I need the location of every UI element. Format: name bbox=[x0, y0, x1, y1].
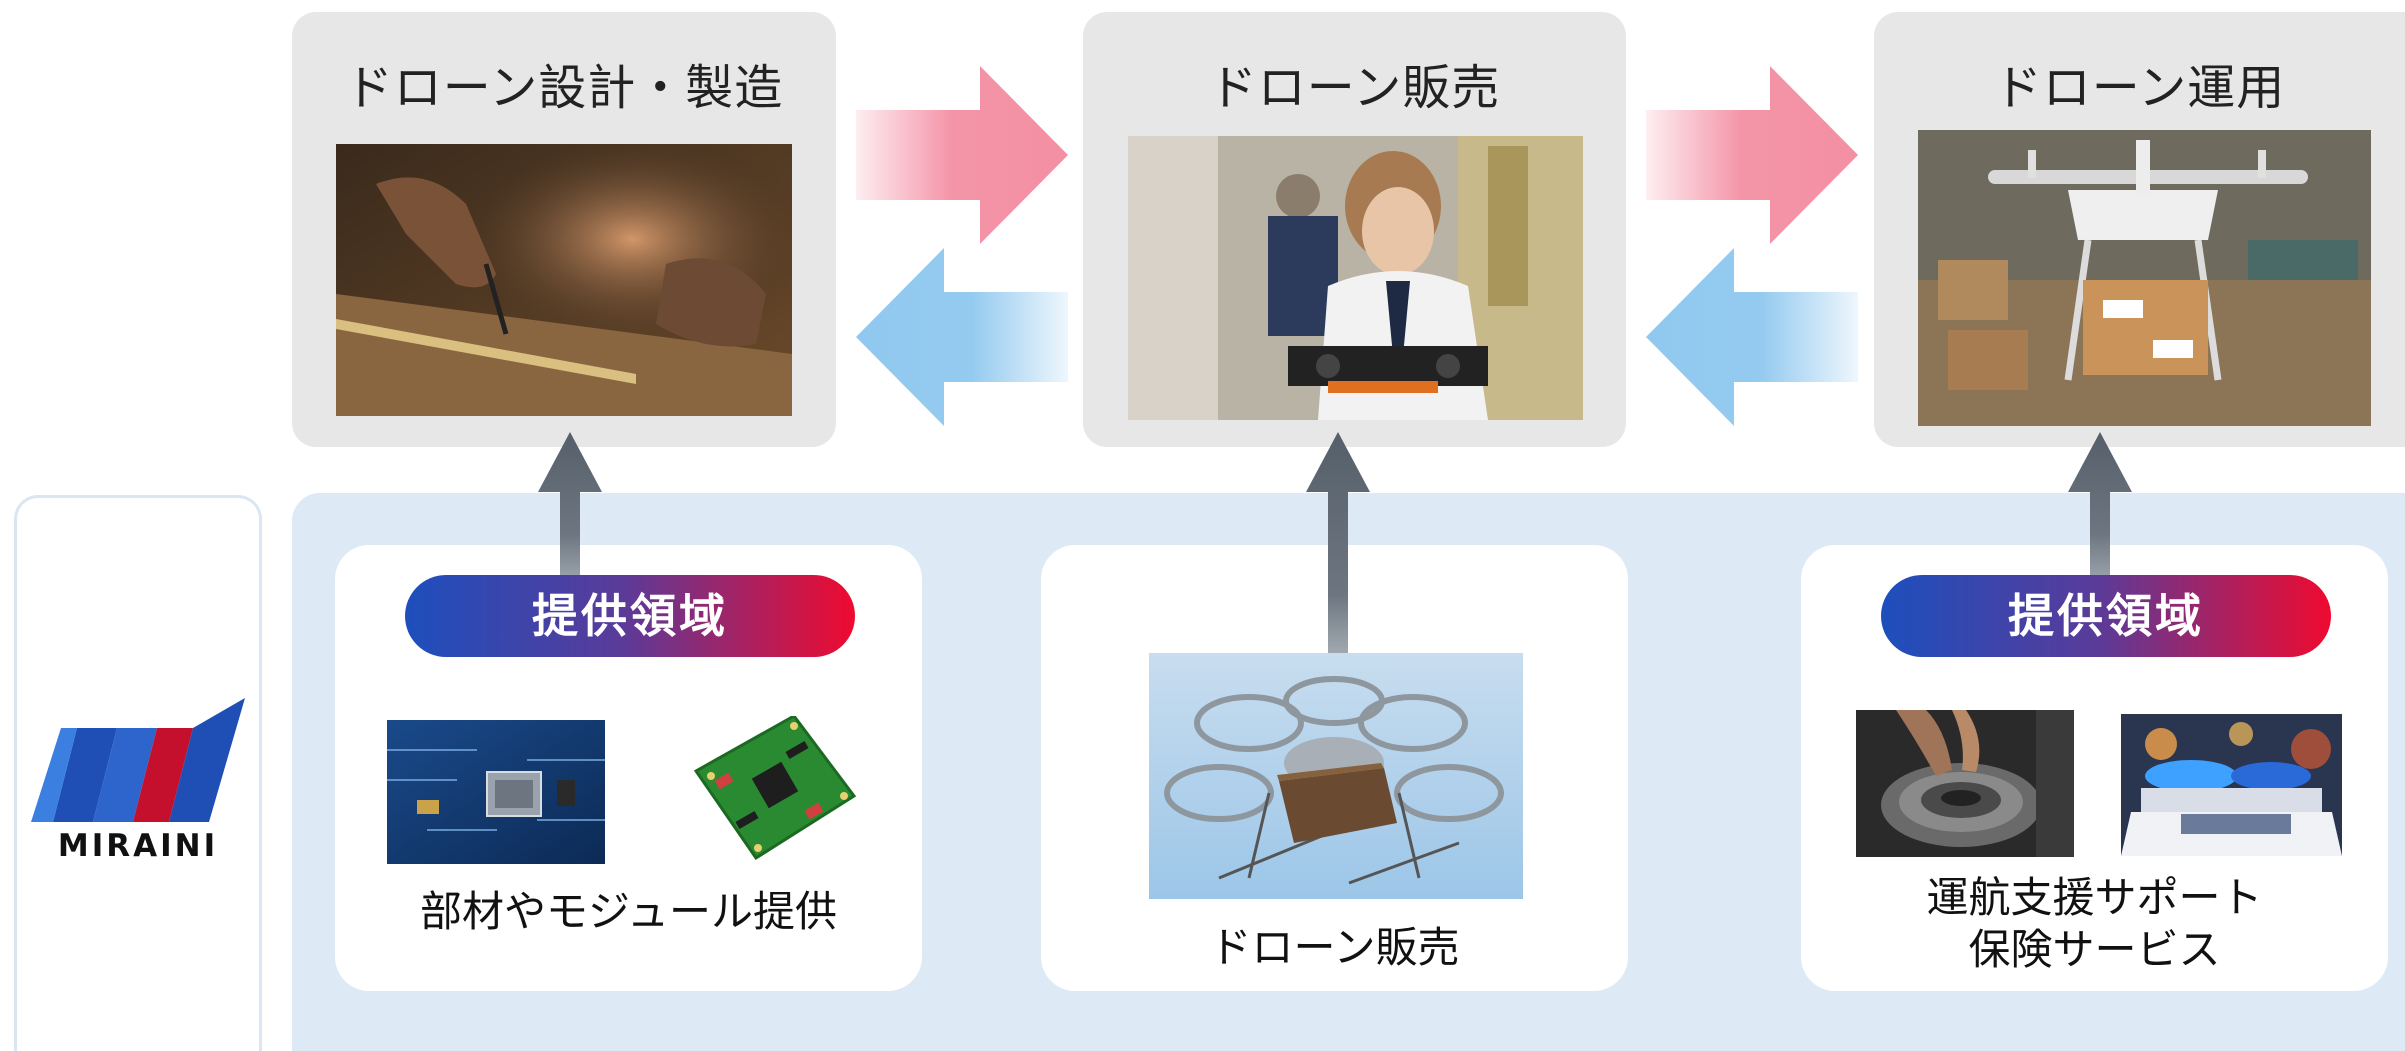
offering-caption-line-2: 保険サービス bbox=[1968, 925, 2221, 974]
stage-title: ドローン運用 bbox=[1993, 60, 2286, 116]
company-logo-panel: MIRAINI bbox=[14, 495, 262, 1051]
stage-card-design-manufacturing: ドローン設計・製造 bbox=[292, 12, 836, 447]
stage-card-sales: ドローン販売 bbox=[1083, 12, 1626, 447]
backward-arrow-icon bbox=[1646, 248, 1858, 426]
engine-bearing-hands-photo bbox=[1856, 710, 2074, 857]
offering-caption: ドローン販売 bbox=[1209, 923, 1460, 972]
offering-caption: 部材やモジュール提供 bbox=[419, 887, 838, 936]
stage-title: ドローン販売 bbox=[1208, 60, 1501, 116]
hexacopter-carrying-box-photo bbox=[1149, 653, 1523, 899]
offering-area-badge: 提供領域 bbox=[405, 575, 855, 657]
offering-area-badge: 提供領域 bbox=[1881, 575, 2331, 657]
up-arrow-icon bbox=[2068, 432, 2132, 578]
up-arrow-icon bbox=[538, 432, 602, 578]
stage-title: ドローン設計・製造 bbox=[344, 60, 784, 116]
police-car-lights-photo bbox=[2121, 714, 2342, 856]
backward-arrow-icon bbox=[856, 248, 1068, 426]
stage-card-operation: ドローン運用 bbox=[1874, 12, 2405, 447]
craftsman-drafting-photo bbox=[336, 144, 792, 416]
circuit-board-chip-photo bbox=[387, 720, 605, 864]
up-arrow-icon bbox=[1306, 432, 1370, 664]
delivery-drone-with-package-photo bbox=[1918, 130, 2371, 426]
logo-wordmark: MIRAINI bbox=[57, 828, 219, 864]
offering-caption-line-1: 運航支援サポート bbox=[1926, 873, 2263, 922]
student-building-drone-photo bbox=[1128, 136, 1583, 420]
forward-arrow-icon bbox=[1646, 66, 1858, 244]
forward-arrow-icon bbox=[856, 66, 1068, 244]
green-pcb-module-photo bbox=[676, 716, 860, 868]
miraini-logo-icon bbox=[31, 698, 245, 822]
